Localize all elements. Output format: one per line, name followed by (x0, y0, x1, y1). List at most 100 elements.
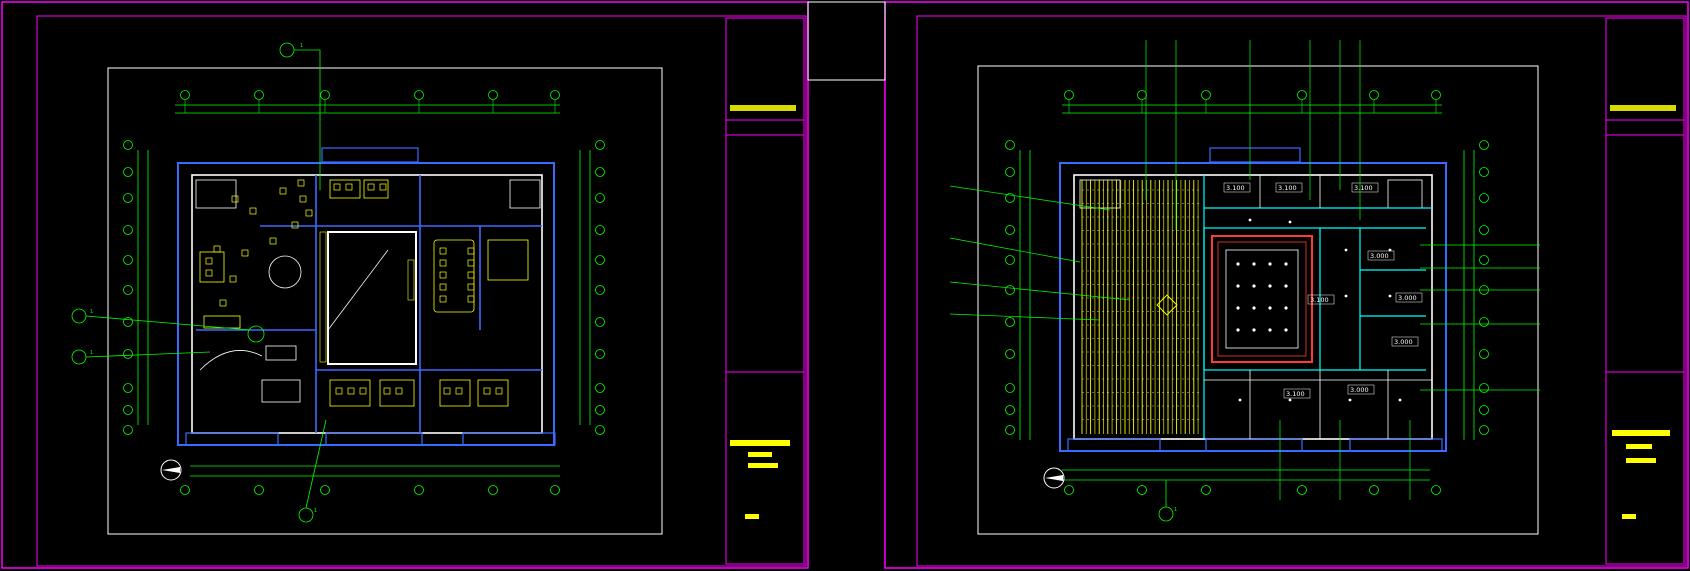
axis-bubble (488, 485, 498, 495)
axis-bubble (1479, 167, 1489, 177)
downlight (1284, 284, 1288, 288)
glass-partitions (1203, 175, 1432, 439)
sheet-right-outer-frame (884, 1, 1689, 569)
sheet-left-paper-border (107, 67, 663, 535)
downlight (1288, 398, 1292, 402)
chair (439, 247, 447, 255)
dimension-chain-right (579, 150, 591, 425)
furniture-layer (199, 179, 529, 407)
axis-bubble (1431, 485, 1441, 495)
axis-bubble (1369, 90, 1379, 100)
downlight (1344, 248, 1348, 252)
sheet-left-title-block (725, 17, 805, 565)
downlight (1284, 262, 1288, 266)
axis-bubble (595, 225, 605, 235)
axis-bubble (1479, 425, 1489, 435)
chair (231, 195, 239, 203)
linear-slat-ceiling (1081, 180, 1202, 434)
axis-bubble (595, 405, 605, 415)
downlight (1268, 262, 1272, 266)
axis-bubble (595, 140, 605, 150)
note-leaders (949, 40, 1540, 500)
axis-bubble (123, 225, 133, 235)
axis-bubble (414, 90, 424, 100)
chair (279, 187, 287, 195)
downlight (1252, 262, 1256, 266)
axis-bubble (123, 193, 133, 203)
ceiling-level-label: 3.100 (1310, 296, 1329, 304)
section-callouts (71, 42, 327, 523)
axis-bubble (595, 383, 605, 393)
axis-bubble (595, 167, 605, 177)
axis-bubble (550, 90, 560, 100)
axis-bubble (123, 405, 133, 415)
downlight (1284, 306, 1288, 310)
chair (439, 259, 447, 267)
chair (359, 387, 367, 395)
chair (345, 183, 353, 191)
chair (219, 299, 227, 307)
level-tag-box (1307, 294, 1335, 305)
chair (347, 387, 355, 395)
ceiling-level-label: 3.100 (1286, 390, 1305, 398)
viewport-divider-frame (807, 1, 886, 81)
axis-bubble (123, 140, 133, 150)
chair (241, 249, 249, 257)
axis-bubble (1005, 425, 1015, 435)
ceiling-level-label: 3.100 (1278, 184, 1297, 192)
chair (439, 283, 447, 291)
chair (455, 387, 463, 395)
axis-bubble (1005, 349, 1015, 359)
axis-bubbles (123, 90, 605, 495)
axis-bubble (550, 485, 560, 495)
dimension-chain-top-right (1062, 104, 1442, 114)
chair (229, 275, 237, 283)
axis-bubble (595, 349, 605, 359)
axis-bubble (1064, 485, 1074, 495)
axis-bubble (595, 317, 605, 327)
chair (495, 387, 503, 395)
chair (439, 271, 447, 279)
seating-layer (205, 179, 503, 395)
dimension-chain-left-right (1019, 150, 1031, 440)
axis-bubble (1479, 255, 1489, 265)
ceiling-level-label: 3.100 (1354, 184, 1373, 192)
downlight (1236, 328, 1240, 332)
axis-bubble (1005, 167, 1015, 177)
downlight (1236, 284, 1240, 288)
partitions-right (1204, 175, 1432, 439)
axis-bubble (1201, 90, 1211, 100)
ceiling-level-label: 3.000 (1350, 386, 1369, 394)
chair (383, 387, 391, 395)
axis-bubble (1479, 225, 1489, 235)
axis-bubble (123, 285, 133, 295)
downlight (1252, 306, 1256, 310)
axis-bubble (320, 485, 330, 495)
axis-bubble (595, 285, 605, 295)
axis-bubble (488, 90, 498, 100)
ceiling-level-label: 3.000 (1394, 338, 1413, 346)
title-block-stamp (730, 440, 790, 446)
chair (333, 183, 341, 191)
dimension-chain-right-right (1463, 150, 1475, 440)
axis-bubble (1137, 485, 1147, 495)
axis-bubble (1479, 405, 1489, 415)
axis-bubble (1479, 193, 1489, 203)
callout-label-2: 1 (90, 309, 93, 315)
lobby-ceiling-feature (1203, 227, 1321, 371)
level-tag-box (1283, 388, 1311, 399)
downlight (1288, 220, 1292, 224)
downlight (1348, 398, 1352, 402)
callout-label-1: 1 (300, 43, 303, 49)
callout-label-4: 1 (314, 508, 317, 514)
chair (367, 183, 375, 191)
axis-bubble (180, 90, 190, 100)
chair (205, 257, 213, 265)
downlight (1236, 262, 1240, 266)
downlight (1268, 328, 1272, 332)
chair (467, 283, 475, 291)
downlight (1284, 328, 1288, 332)
ceiling-level-label: 3.000 (1370, 252, 1389, 260)
